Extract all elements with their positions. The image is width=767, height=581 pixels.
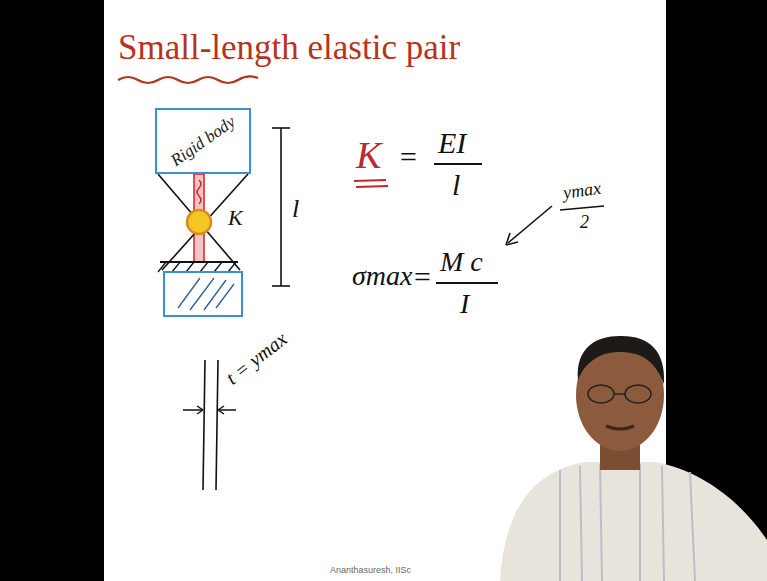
fraction-bar <box>436 282 498 284</box>
rigid-body-box: Rigid body <box>155 108 251 174</box>
emphasis-underline <box>356 186 388 187</box>
arrow-head <box>506 233 518 245</box>
presenter <box>500 336 767 581</box>
stiffness-symbol: K <box>356 136 381 174</box>
formula-denominator: I <box>460 290 469 318</box>
title-underline <box>118 76 258 83</box>
spring-mark <box>197 180 201 204</box>
pivot-line <box>158 174 240 270</box>
pivot-line <box>162 174 248 270</box>
ground-line <box>160 261 238 263</box>
thickness-arrow <box>218 409 236 411</box>
distance-label: ymax <box>562 179 602 202</box>
pivot-joint <box>187 210 211 234</box>
thickness-label: t = ymax <box>222 328 290 388</box>
fraction-bar <box>560 206 604 210</box>
stiffness-label: K <box>228 207 243 229</box>
dimension-tick <box>272 127 290 129</box>
arrow-head <box>197 406 203 414</box>
thickness-arrow <box>183 409 203 411</box>
footer-credit: Ananthasuresh, IISc <box>330 566 411 575</box>
distance-denominator: 2 <box>580 213 589 231</box>
dimension-line <box>280 128 282 286</box>
slide-title: Small-length elastic pair <box>118 30 460 65</box>
leader-arrow <box>508 206 552 243</box>
fraction-bar <box>434 163 482 165</box>
base-hatch <box>178 278 234 310</box>
equals-sign: = <box>400 142 417 172</box>
formula-denominator: l <box>452 170 460 200</box>
arrow-head <box>218 406 224 414</box>
length-label: l <box>292 196 299 222</box>
ground-hatch <box>158 262 236 272</box>
stress-symbol: σmax <box>352 262 412 290</box>
equals-sign: = <box>414 262 431 292</box>
formula-numerator: M c <box>440 248 483 276</box>
thickness-line <box>203 360 205 490</box>
side-bar <box>0 0 104 581</box>
emphasis-underline <box>354 180 386 181</box>
dimension-tick <box>272 285 290 287</box>
body-label: Rigid body <box>168 113 238 169</box>
base-body <box>164 272 242 316</box>
formula-numerator: EI <box>438 128 466 158</box>
thickness-line <box>216 360 218 490</box>
